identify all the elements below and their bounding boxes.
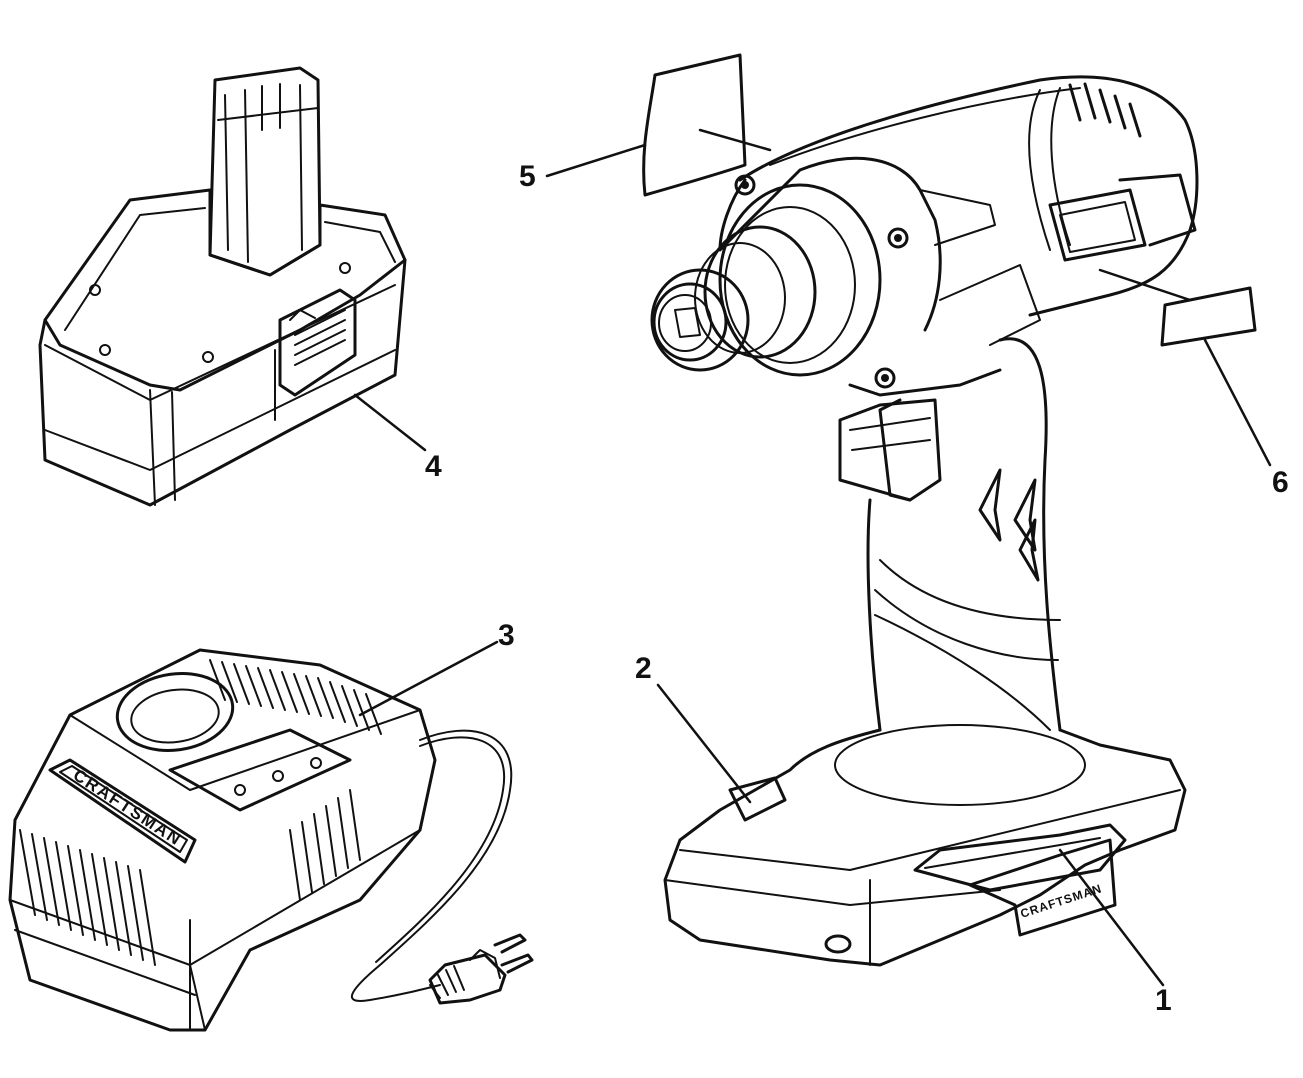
callout-leader-4 [353,393,427,452]
callout-leader-5 [545,143,647,178]
label-part-5 [642,53,772,197]
callout-leader-2 [656,683,752,804]
tool-brand-logo: CRAFTSMAN [1019,881,1104,921]
callout-leader-6 [1203,338,1272,467]
callout-3: 3 [498,619,515,652]
label-part-6 [1098,268,1257,347]
callout-6: 6 [1272,466,1289,499]
callout-5: 5 [519,160,536,193]
callout-4: 4 [425,450,442,483]
charger: CRAFTSMAN [8,648,534,1032]
callout-leader-1 [1058,848,1165,987]
battery-pack [38,66,407,507]
callout-leader-3 [358,640,499,717]
callout-2: 2 [635,652,652,685]
callout-1: 1 [1155,984,1172,1017]
impact-driver: CRAFTSMAN [650,75,1199,967]
charger-brand-logo: CRAFTSMAN [70,765,186,849]
